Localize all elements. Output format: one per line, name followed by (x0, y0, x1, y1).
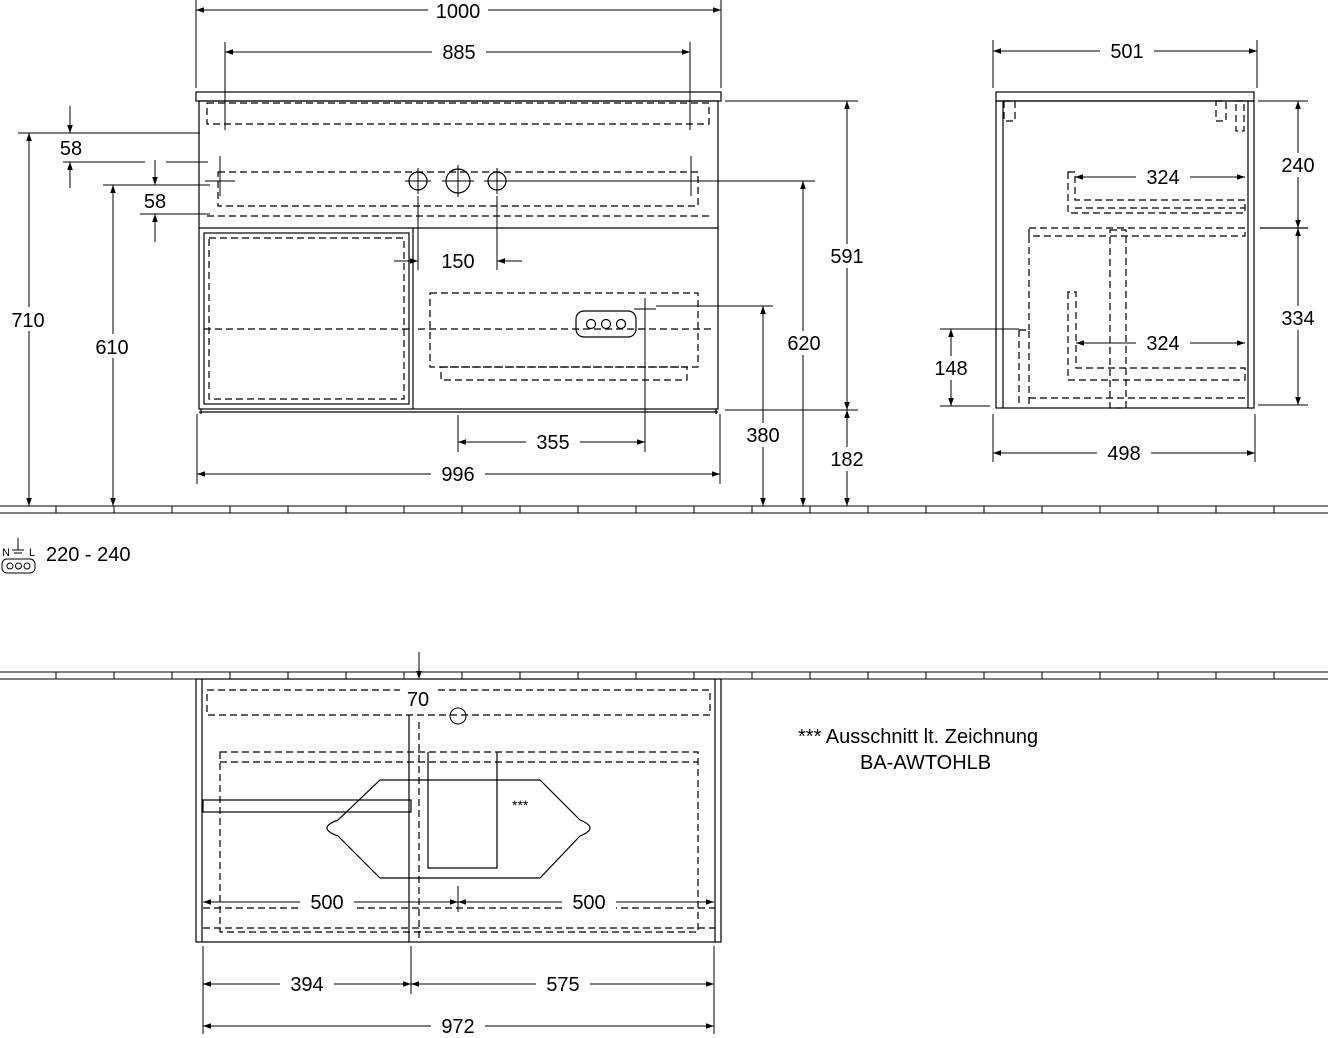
dim-height-620: 620 (787, 333, 820, 355)
floor-line-upper (0, 505, 1328, 514)
side-view: 501 240 324 334 324 148 498 (928, 40, 1324, 465)
power-socket-icon: N L (1, 538, 36, 574)
dim-tap-spacing: 150 (441, 251, 474, 273)
dim-left-section: 394 (290, 974, 323, 996)
dim-drain-offset: 70 (407, 689, 429, 711)
voltage-label: 220 - 240 (46, 544, 131, 566)
front-view: 1000 885 58 58 710 610 150 (5, 0, 871, 506)
socket-label-l: L (29, 547, 35, 559)
dim-height-total: 710 (11, 310, 44, 332)
dim-inner-total: 972 (441, 1016, 474, 1038)
tap-hole-left-icon (405, 168, 431, 194)
note-line-1: *** Ausschnitt lt. Zeichnung (798, 726, 1038, 748)
cutout-mark: *** (512, 797, 529, 813)
dim-right-section: 575 (546, 974, 579, 996)
dim-depth-bottom: 498 (1107, 443, 1140, 465)
dim-top-offset-a: 58 (60, 138, 82, 160)
dim-depth-top: 501 (1110, 41, 1143, 63)
dim-left-half: 500 (310, 892, 343, 914)
dim-right-half: 500 (572, 892, 605, 914)
dim-overall-width: 1000 (436, 1, 481, 23)
dim-inner-width: 885 (442, 42, 475, 64)
dim-top-offset-b: 58 (144, 191, 166, 213)
dim-floor-gap: 182 (830, 449, 863, 471)
dim-shelf-upper: 324 (1146, 167, 1179, 189)
socket-label-n: N (2, 547, 10, 559)
dim-socket-offset: 355 (536, 432, 569, 454)
top-view: *** 70 500 500 394 575 972 (195, 652, 722, 1038)
dim-base-width: 996 (441, 464, 474, 486)
basin-cutout-outline (326, 779, 591, 879)
dim-socket-height-side: 148 (934, 358, 967, 380)
dim-shelf-lower: 324 (1146, 333, 1179, 355)
dim-lower-height: 334 (1281, 308, 1314, 330)
note-line-2: BA-AWTOHLB (860, 752, 991, 774)
tap-hole-center-icon (442, 165, 474, 197)
tap-hole-right-icon (484, 168, 510, 194)
floor-line-lower (0, 671, 1328, 680)
dim-socket-height: 380 (746, 425, 779, 447)
dim-height-610: 610 (95, 337, 128, 359)
dim-height-591: 591 (830, 246, 863, 268)
dim-upper-height: 240 (1281, 155, 1314, 177)
